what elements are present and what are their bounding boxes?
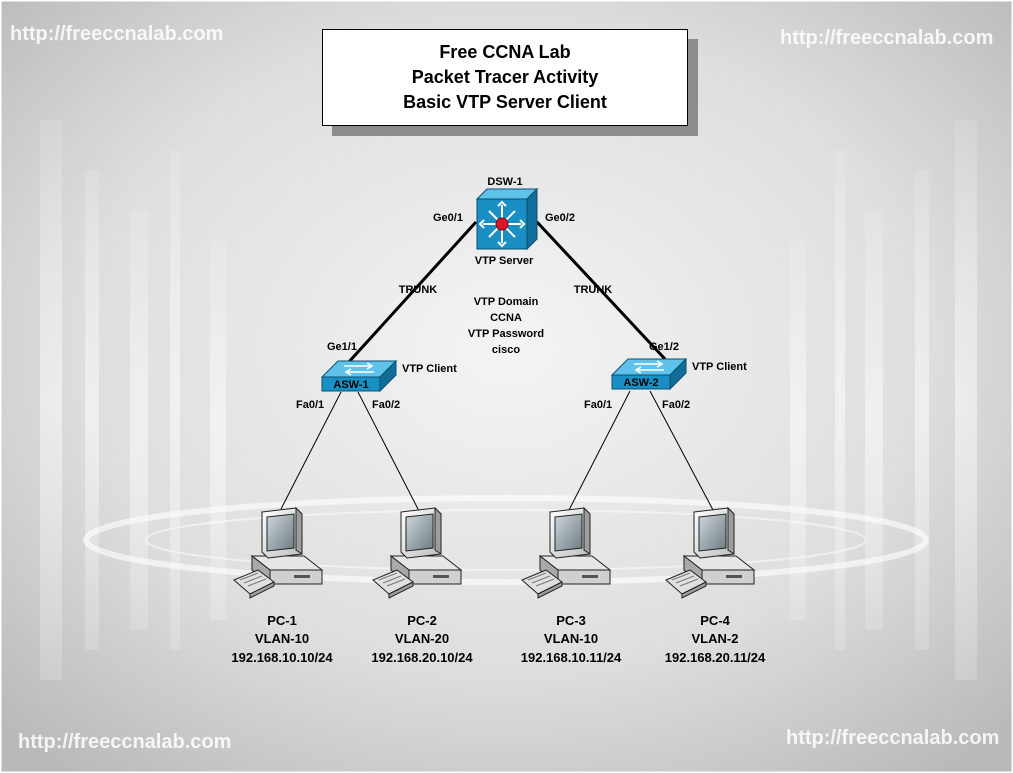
vtp-domain-value: CCNA [490, 312, 522, 324]
access-link-pc2 [357, 391, 420, 512]
pc-3-name: PC-3 [556, 613, 586, 628]
port-asw2-fa02: Fa0/2 [662, 399, 690, 411]
pc-2-icon[interactable] [372, 507, 462, 599]
pc-4-icon[interactable] [665, 507, 755, 599]
trunk-label-right: TRUNK [574, 284, 613, 296]
links [280, 220, 714, 513]
access-link-pc3 [567, 390, 631, 513]
pc-4-labels: PC-4 VLAN-2 192.168.20.11/24 [665, 613, 766, 665]
trunk-link-right [535, 220, 667, 361]
watermark-top-left: http://freeccnalab.com [10, 23, 223, 45]
trunk-label-left: TRUNK [399, 284, 438, 296]
access-link-pc1 [280, 391, 342, 510]
port-asw1-ge11: Ge1/1 [327, 341, 357, 353]
dsw1-name: DSW-1 [487, 176, 522, 188]
pc-4-vlan: VLAN-2 [692, 631, 739, 646]
vtp-domain-label: VTP Domain [474, 296, 539, 308]
port-asw2-ge12: Ge1/2 [649, 341, 679, 353]
pc-2-vlan: VLAN-20 [395, 631, 449, 646]
pc-1-ip: 192.168.10.10/24 [231, 650, 333, 665]
title-line-1: Free CCNA Lab [439, 42, 571, 62]
port-asw2-fa01: Fa0/1 [584, 399, 612, 411]
pc-2-ip: 192.168.20.10/24 [371, 650, 473, 665]
pc-2-labels: PC-2 VLAN-20 192.168.20.10/24 [371, 613, 473, 665]
multilayer-switch-icon[interactable] [475, 187, 539, 251]
asw2-name: ASW-2 [623, 377, 658, 389]
pc-3-ip: 192.168.10.11/24 [521, 650, 622, 665]
pc-2-name: PC-2 [407, 613, 437, 628]
vtp-password-value: cisco [492, 344, 520, 356]
asw2-role: VTP Client [692, 361, 747, 373]
trunk-link-left [345, 220, 478, 366]
pc-4-ip: 192.168.20.11/24 [665, 650, 766, 665]
access-link-pc4 [649, 390, 714, 511]
port-dsw1-ge01: Ge0/1 [433, 212, 463, 224]
pc-1-labels: PC-1 VLAN-10 192.168.10.10/24 [231, 613, 333, 665]
pc-1-icon[interactable] [233, 507, 323, 599]
watermark-bottom-left: http://freeccnalab.com [18, 731, 231, 753]
watermark-top-right: http://freeccnalab.com [780, 27, 993, 49]
asw1-name: ASW-1 [333, 379, 368, 391]
pc-1-vlan: VLAN-10 [255, 631, 309, 646]
pc-3-icon[interactable] [521, 507, 611, 599]
pc-1-name: PC-1 [267, 613, 297, 628]
pc-3-vlan: VLAN-10 [544, 631, 598, 646]
dsw1-role: VTP Server [475, 255, 534, 267]
port-dsw1-ge02: Ge0/2 [545, 212, 575, 224]
access-switch-2-icon[interactable]: ASW-2 [611, 358, 687, 390]
access-switch-1-icon[interactable]: ASW-1 [321, 360, 397, 392]
port-asw1-fa02: Fa0/2 [372, 399, 400, 411]
port-asw1-fa01: Fa0/1 [296, 399, 324, 411]
watermark-bottom-right: http://freeccnalab.com [786, 727, 999, 749]
vtp-password-label: VTP Password [468, 328, 544, 340]
pc-4-name: PC-4 [700, 613, 730, 628]
title-line-2: Packet Tracer Activity [411, 67, 599, 87]
title-line-3: Basic VTP Server Client [403, 92, 607, 112]
pc-3-labels: PC-3 VLAN-10 192.168.10.11/24 [521, 613, 622, 665]
asw1-role: VTP Client [402, 363, 457, 375]
title-box: Free CCNA Lab Packet Tracer Activity Bas… [322, 29, 688, 126]
